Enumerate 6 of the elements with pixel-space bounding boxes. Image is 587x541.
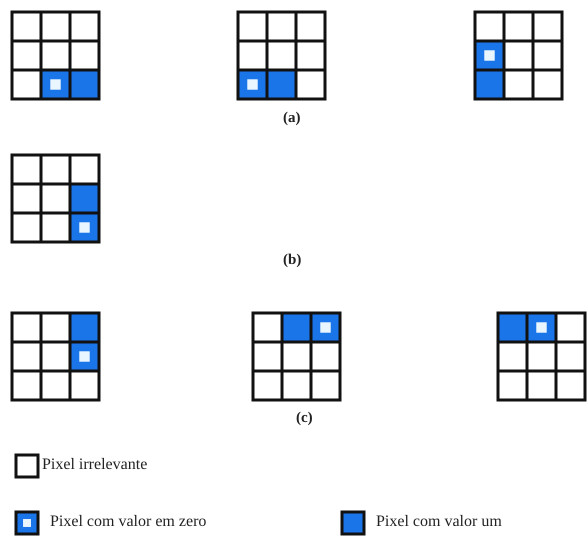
legend-label: Pixel com valor um (376, 513, 502, 531)
figure-part-label: (c) (296, 410, 313, 427)
legend-label: Pixel irrelevante (42, 456, 148, 474)
figure-part-label: (b) (283, 252, 302, 269)
legend-label: Pixel com valor em zero (50, 513, 206, 531)
figure-part-label: (a) (283, 110, 300, 127)
